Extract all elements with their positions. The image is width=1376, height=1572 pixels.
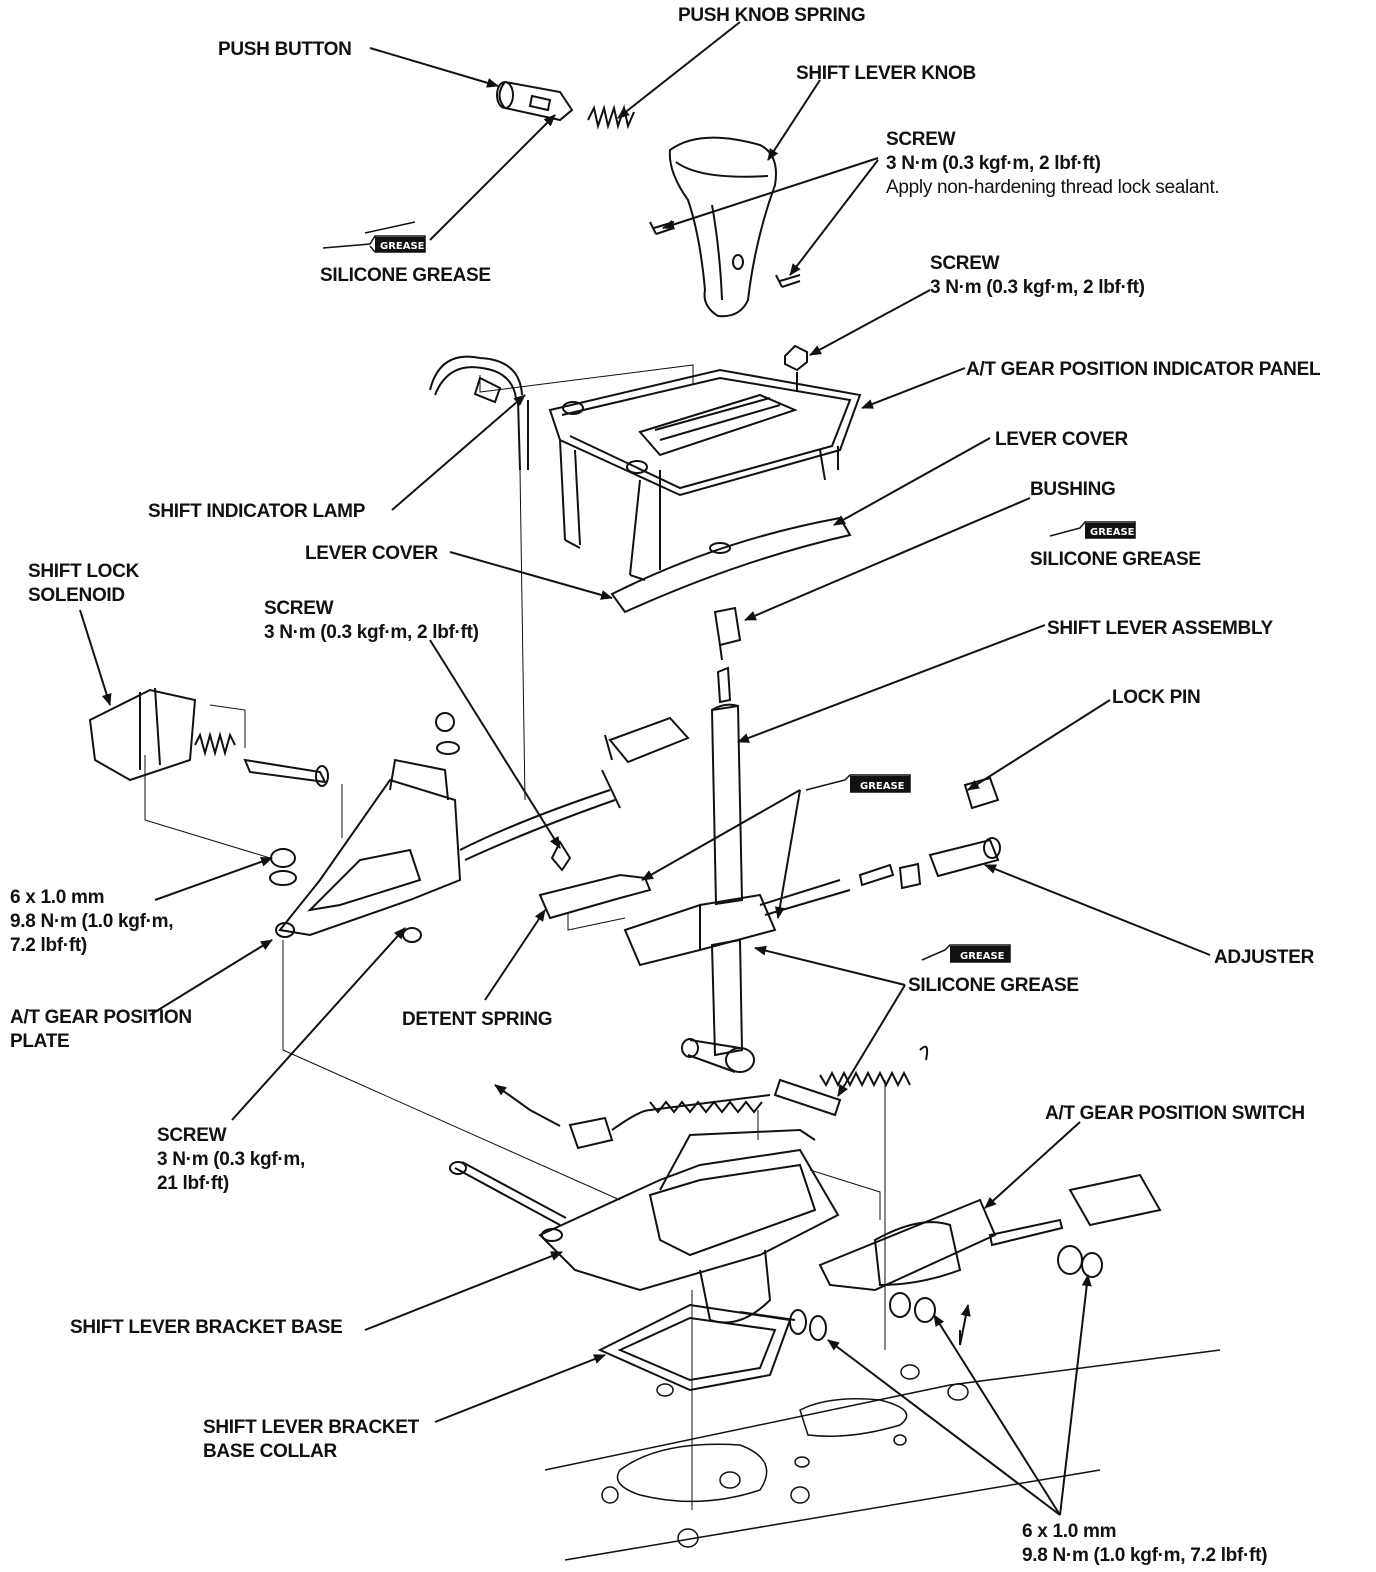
screw-knob-note: Apply non-hardening thread lock sealant.	[886, 177, 1220, 198]
label-bolt-bottom: 6 x 1.0 mm 9.8 N·m (1.0 kgf·m, 7.2 lbf·f…	[1022, 1520, 1267, 1568]
label-screw-knob: SCREW 3 N·m (0.3 kgf·m, 2 lbf·ft) Apply …	[886, 128, 1220, 200]
lever-cover-part	[610, 516, 852, 614]
gear-position-plate-part	[269, 712, 462, 943]
floor-panel	[544, 1349, 1221, 1561]
gear-position-plate-line2: PLATE	[10, 1031, 70, 1052]
harness-part	[459, 716, 690, 861]
shift-indicator-lamp-part	[429, 355, 529, 801]
label-bracket-base: SHIFT LEVER BRACKET BASE	[70, 1317, 343, 1338]
detent-spring-part	[538, 839, 652, 920]
label-screw-panel: SCREW 3 N·m (0.3 kgf·m, 2 lbf·ft)	[930, 252, 1145, 300]
screw-low-title: SCREW	[157, 1125, 227, 1146]
shift-lock-solenoid-line2: SOLENOID	[28, 585, 125, 606]
label-silicone-grease-2: SILICONE GREASE	[1030, 549, 1201, 570]
indicator-panel-part	[548, 368, 862, 581]
shift-lock-solenoid-line1: SHIFT LOCK	[28, 561, 139, 582]
grease-tube-parts	[322, 221, 1136, 963]
bushing-part	[713, 606, 742, 661]
bracket-base-collar-part	[597, 1303, 792, 1392]
label-adjuster: ADJUSTER	[1214, 947, 1315, 968]
label-push-knob-spring: PUSH KNOB SPRING	[678, 5, 866, 26]
label-bracket-base-collar: SHIFT LEVER BRACKET BASE COLLAR	[203, 1416, 419, 1464]
label-shift-lever-assembly: SHIFT LEVER ASSEMBLY	[1047, 618, 1273, 639]
knob-screw-part	[649, 221, 801, 288]
label-silicone-grease-1: SILICONE GREASE	[320, 265, 491, 286]
label-gear-position-plate: A/T GEAR POSITION PLATE	[10, 1006, 192, 1054]
bolt-left-line3: 7.2 lbf·ft)	[10, 935, 87, 956]
shift-lock-solenoid-part	[88, 687, 329, 787]
bottom-bolt-part	[739, 1309, 827, 1341]
screw-panel-title: SCREW	[930, 253, 1000, 274]
screw-low-line3: 21 lbf·ft)	[157, 1173, 229, 1194]
panel-screw-part	[784, 344, 808, 392]
label-push-button: PUSH BUTTON	[218, 39, 352, 60]
adjuster-part	[898, 837, 1001, 890]
assembly-guide-lines	[144, 364, 886, 1510]
label-lever-cover-upper: LEVER COVER	[995, 429, 1128, 450]
screw-panel-torque: 3 N·m (0.3 kgf·m, 2 lbf·ft)	[930, 277, 1145, 298]
screw-mid-title: SCREW	[264, 598, 334, 619]
label-screw-low: SCREW 3 N·m (0.3 kgf·m, 21 lbf·ft)	[157, 1124, 305, 1196]
bolt-bottom-line1: 6 x 1.0 mm	[1022, 1521, 1117, 1542]
label-shift-indicator-lamp: SHIFT INDICATOR LAMP	[148, 501, 366, 522]
label-shift-lever-knob: SHIFT LEVER KNOB	[796, 63, 976, 84]
bracket-base-collar-line1: SHIFT LEVER BRACKET	[203, 1417, 419, 1438]
label-shift-lock-solenoid: SHIFT LOCK SOLENOID	[28, 560, 139, 608]
bracket-base-part	[449, 1128, 840, 1324]
switch-harness-part	[568, 1045, 929, 1150]
gear-position-switch-part	[818, 1173, 1162, 1323]
screw-low-line2: 3 N·m (0.3 kgf·m,	[157, 1149, 305, 1170]
screw-knob-torque: 3 N·m (0.3 kgf·m, 2 lbf·ft)	[886, 153, 1101, 174]
label-indicator-panel: A/T GEAR POSITION INDICATOR PANEL	[966, 359, 1321, 380]
label-lock-pin: LOCK PIN	[1112, 687, 1201, 708]
grease-tag-1: GREASE	[380, 241, 425, 252]
label-silicone-grease-3: SILICONE GREASE	[908, 975, 1079, 996]
screw-mid-torque: 3 N·m (0.3 kgf·m, 2 lbf·ft)	[264, 622, 479, 643]
bracket-base-collar-line2: BASE COLLAR	[203, 1441, 337, 1462]
shift-lever-assembly-part	[623, 666, 895, 1073]
label-detent-spring: DETENT SPRING	[402, 1009, 553, 1030]
label-lever-cover-lower: LEVER COVER	[305, 543, 438, 564]
grease-tag-2: GREASE	[1090, 527, 1135, 538]
label-bushing: BUSHING	[1030, 479, 1116, 500]
bolt-left-line1: 6 x 1.0 mm	[10, 887, 105, 908]
grease-tag-4: GREASE	[960, 951, 1005, 962]
shift-lever-knob-part	[668, 136, 777, 318]
screw-knob-title: SCREW	[886, 129, 956, 150]
label-gear-position-switch: A/T GEAR POSITION SWITCH	[1045, 1103, 1305, 1124]
grease-tag-3: GREASE	[860, 781, 905, 792]
label-bolt-left: 6 x 1.0 mm 9.8 N·m (1.0 kgf·m, 7.2 lbf·f…	[10, 886, 174, 958]
callout-arrows	[79, 21, 1211, 1516]
gear-position-plate-line1: A/T GEAR POSITION	[10, 1007, 192, 1028]
push-button-part	[496, 80, 574, 122]
bolt-bottom-line2: 9.8 N·m (1.0 kgf·m, 7.2 lbf·ft)	[1022, 1545, 1268, 1566]
label-screw-mid: SCREW 3 N·m (0.3 kgf·m, 2 lbf·ft)	[264, 597, 479, 645]
bolt-left-line2: 9.8 N·m (1.0 kgf·m,	[10, 911, 174, 932]
